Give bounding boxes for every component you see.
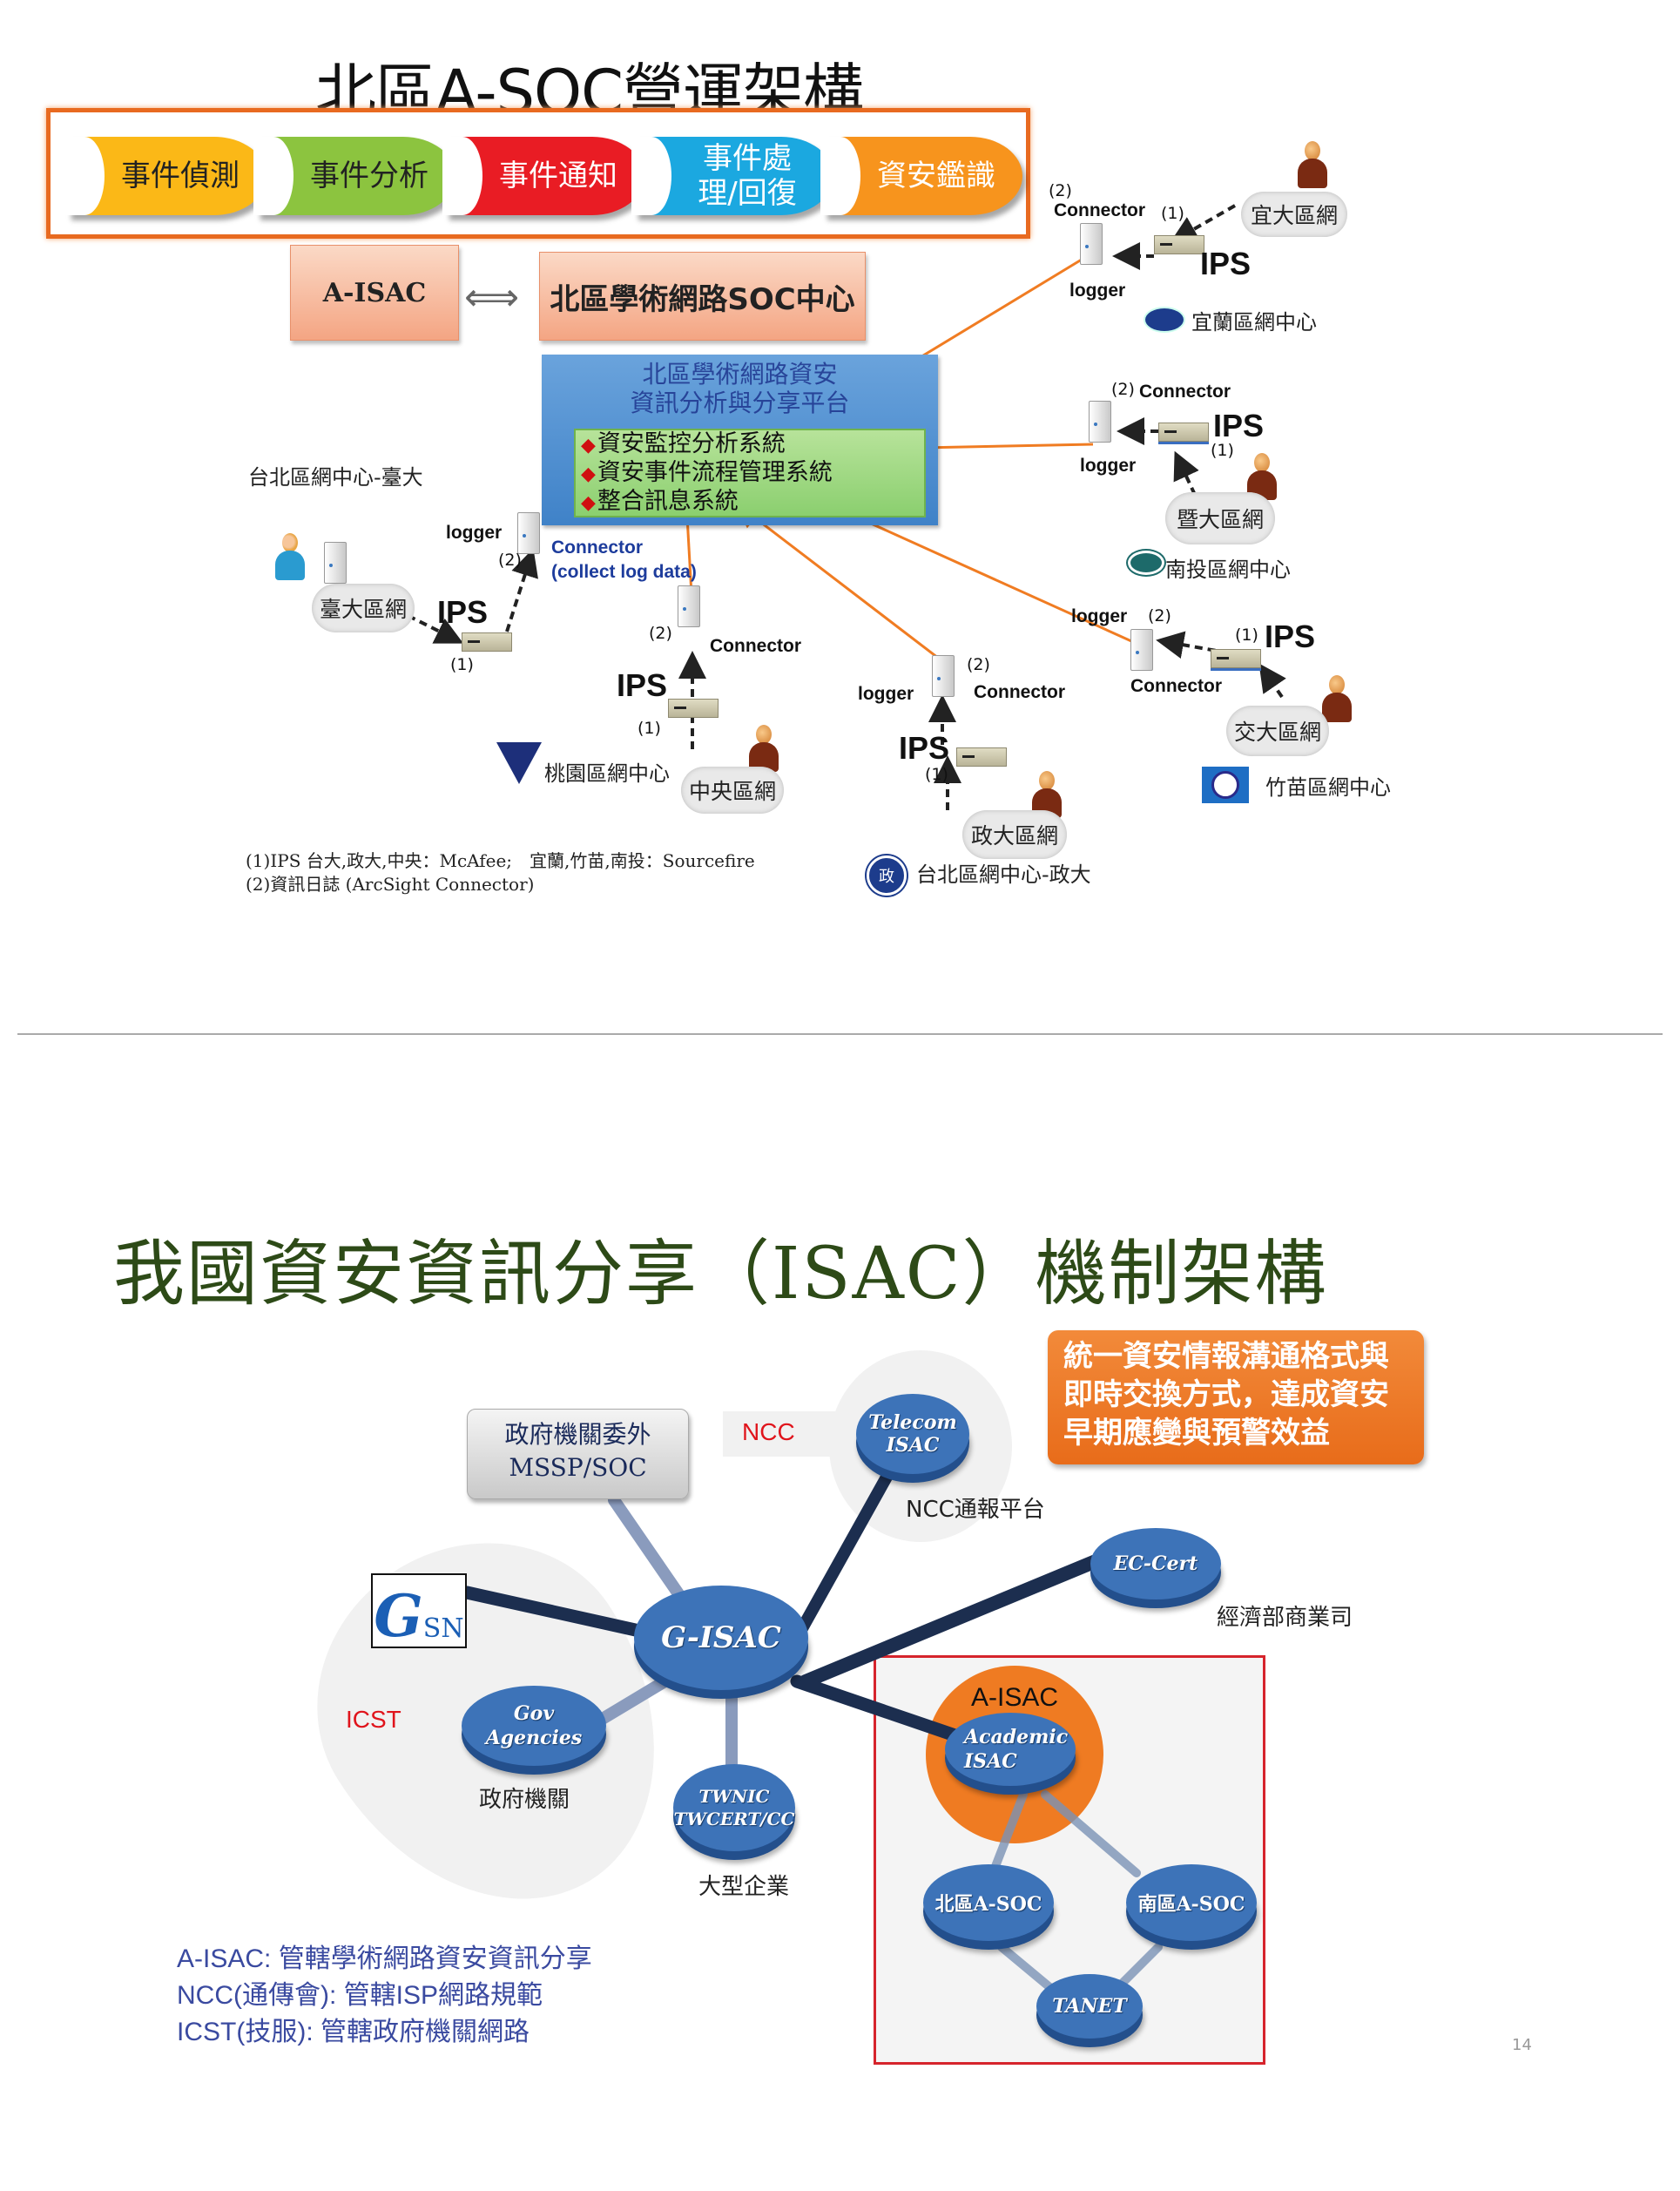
diamond-bullet-icon: ◆ [581,463,596,485]
caption-enterprise: 大型企業 [698,1874,790,1900]
diamond-bullet-icon: ◆ [581,492,596,514]
node-south-asoc: 南區A-SOC [1126,1864,1257,1941]
caption-ncc-platform: NCC通報平台 [906,1497,1045,1523]
legend: (1)IPS 台大,政大,中央：McAfee; 宜蘭,竹苗,南投：Sourcef… [246,850,755,895]
node-ec-cert: EC-Cert [1090,1528,1221,1599]
link-north-tanet [997,1943,1058,1995]
network-cloud: 暨大區網 [1165,492,1275,544]
phase-notification: 事件通知 [442,137,644,215]
logger-server-icon [517,512,540,554]
slide2-title: 我國資安資訊分享（ISAC）機制架構 [113,1233,1328,1315]
link-south [1041,1790,1141,1877]
link-north [988,1790,1028,1877]
ips-device-icon [668,699,719,718]
network-cloud: 宜大區網 [1241,192,1347,237]
ips-device-icon [462,632,512,652]
network-cloud: 政大區網 [962,810,1067,859]
phase-forensics: 資安鑑識 [820,137,1022,215]
analysis-sharing-platform: 北區學術網路資安 資訊分析與分享平台 ◆資安監控分析系統 ◆資安事件流程管理系統… [542,355,938,525]
zhengda-logo-icon: 政 [867,855,907,896]
node-north-asoc: 北區A-SOC [923,1864,1054,1941]
network-cloud: 臺大區網 [312,584,415,632]
phase-handling: 事件處理/回復 [631,137,833,215]
user-icon [275,533,305,582]
aisac-box: A-ISAC [290,245,459,341]
double-arrow-icon: ⟺ [464,275,520,320]
ncc-label: NCC [742,1418,795,1445]
ips-device-icon [1158,423,1209,442]
link-zhengda [734,502,950,668]
platform-item: ◆資安事件流程管理系統 [581,459,833,486]
caption-gov: 政府機關 [479,1787,570,1813]
logger-server-icon [678,585,700,627]
link-eccert [799,1548,1117,1688]
network-cloud: 交大區網 [1226,706,1329,756]
notes: A-ISAC: 管轄學術網路資安資訊分享 NCC(通傳會): 管轄ISP網路規範… [177,1944,592,2046]
node-tanet: TANET [1036,1974,1143,2039]
phase-analysis: 事件分析 [253,137,455,215]
link-academic [790,1674,982,1749]
zhumiao-logo-icon [1202,767,1249,803]
logger-server-icon [1130,629,1153,671]
phase-bar: 事件偵測 事件分析 事件通知 事件處理/回復 資安鑑識 [46,108,1030,239]
diamond-bullet-icon: ◆ [581,435,596,456]
link-gov [586,1667,685,1731]
yilan-logo-icon [1144,307,1185,333]
page-number: 14 [1512,2036,1532,2054]
page-divider [17,1033,1663,1035]
ips-device-icon [956,747,1007,767]
link-telecom [791,1444,907,1644]
node-g-isac: G-ISAC [634,1586,808,1690]
logger-server-icon [1080,223,1103,265]
server-icon [324,542,347,584]
platform-item: ◆整合訊息系統 [581,488,739,515]
platform-systems-list: ◆資安監控分析系統 ◆資安事件流程管理系統 ◆整合訊息系統 [574,429,926,517]
icst-label: ICST [346,1706,401,1733]
callout-box: 統一資安情報溝通格式與 即時交換方式，達成資安 早期應變與預警效益 [1048,1330,1424,1464]
phase-detection: 事件偵測 [64,137,267,215]
user-icon [1322,675,1352,724]
logger-server-icon [1089,401,1111,443]
network-cloud: 中央區網 [681,767,784,814]
soc-center-box: 北區學術網路SOC中心 [539,252,866,341]
ips-device-icon [1154,235,1204,254]
caption-moea: 經濟部商業司 [1217,1605,1353,1631]
nantou-logo-icon [1128,551,1164,575]
taoyuan-logo-icon [496,742,542,784]
mssp-soc-box: 政府機關委外 MSSP/SOC [467,1409,689,1499]
ips-device-icon [1211,649,1261,668]
logger-server-icon [932,655,955,697]
user-icon [1298,141,1327,190]
platform-item: ◆資安監控分析系統 [581,430,786,457]
